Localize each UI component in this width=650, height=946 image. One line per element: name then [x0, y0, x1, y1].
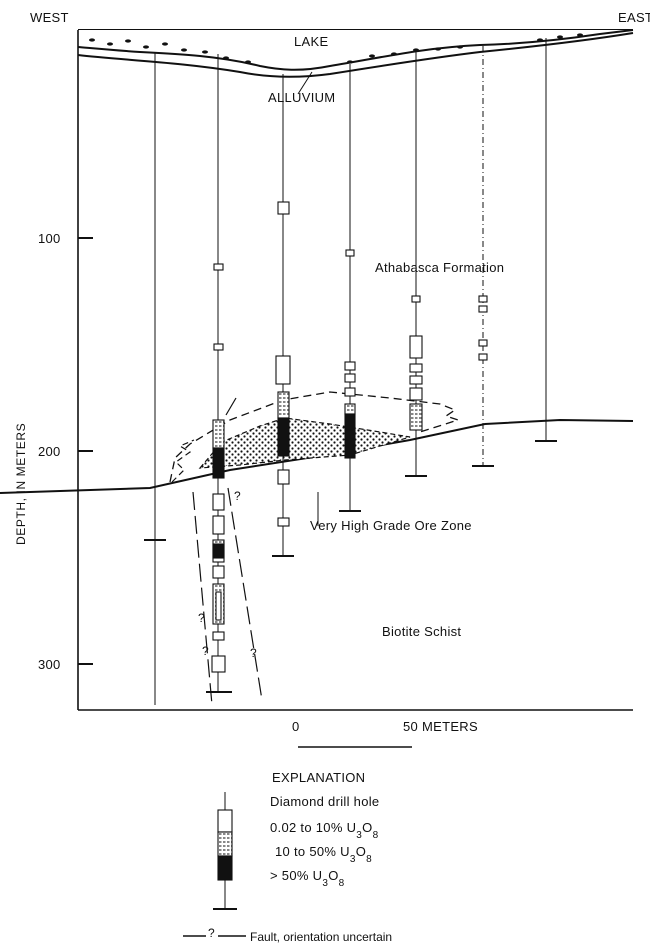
legend-high-grade-swatch [217, 855, 233, 881]
fault-question-4: ? [250, 646, 257, 660]
legend-low-grade-swatch [217, 809, 233, 833]
legend-low-grade-label: 0.02 to 10% U3O8 [270, 820, 379, 841]
depth-ticks: 100 200 300 [38, 231, 93, 672]
very-high-grade-ore-zone [198, 417, 411, 469]
depth-tick-label-200: 200 [38, 444, 61, 459]
depth-tick-label-100: 100 [38, 231, 61, 246]
legend-mid-grade-label: 10 to 50% U3O8 [275, 844, 372, 865]
lake-alluvium-band [77, 29, 634, 78]
legend-title: EXPLANATION [272, 770, 365, 785]
alluvium-leader-line [297, 71, 313, 95]
legend-mid-grade-swatch [217, 831, 233, 857]
alluvium-label: ALLUVIUM [268, 90, 335, 105]
athabasca-formation-label: Athabasca Formation [375, 260, 504, 275]
lake-label: LAKE [294, 34, 328, 49]
legend: EXPLANATION Diamond drill hole 0.02 to 1… [183, 770, 392, 944]
legend-fault-label: Fault, orientation uncertain [250, 930, 392, 944]
ore-envelope-dashed [169, 391, 461, 483]
fault-question-marks: ? ? ? ? [198, 489, 257, 660]
biotite-schist-label: Biotite Schist [382, 624, 461, 639]
sample-intervals [211, 201, 488, 673]
legend-drill-hole-label: Diamond drill hole [270, 794, 379, 809]
fault-question-3: ? [234, 489, 241, 503]
faults [192, 397, 263, 706]
legend-fault-question: ? [208, 926, 215, 940]
scale-fifty-label: 50 METERS [403, 719, 478, 734]
east-label: EAST [618, 10, 650, 25]
fault-question-1: ? [198, 611, 205, 625]
scale-bar: 0 50 METERS [292, 719, 478, 748]
depth-axis-label: DEPTH, IN METERS [14, 423, 28, 545]
scale-zero-label: 0 [292, 719, 300, 734]
ore-zone-label: Very High Grade Ore Zone [310, 518, 472, 533]
legend-high-grade-label: > 50% U3O8 [270, 868, 345, 889]
depth-tick-label-300: 300 [38, 657, 61, 672]
west-label: WEST [30, 10, 69, 25]
drill-hole-end-caps [144, 440, 557, 693]
fault-question-2: ? [202, 644, 209, 658]
ore-envelope-zigzag [171, 439, 195, 483]
